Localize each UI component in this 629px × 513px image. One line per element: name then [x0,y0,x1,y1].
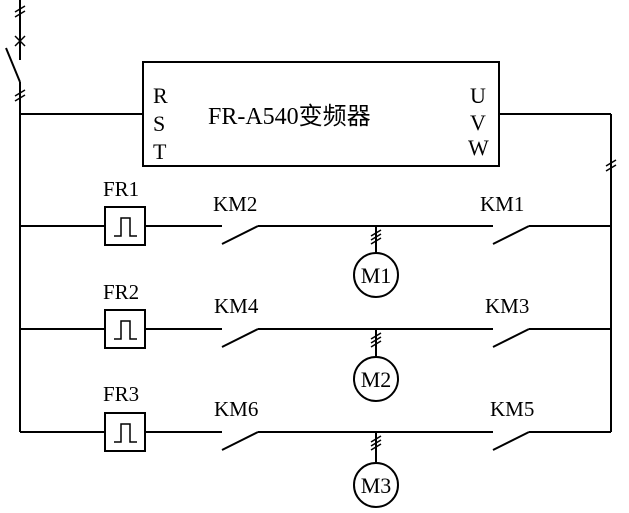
left-contact-label: KM2 [213,192,257,216]
thermal-relay [104,412,146,452]
inverter-input-s: S [153,111,165,136]
inverter-title: FR-A540变频器 [208,103,371,130]
motor-label: M3 [361,473,392,498]
inverter-output-w: W [468,135,489,160]
left-contact [221,431,259,451]
right-contact-label: KM5 [490,397,534,421]
branch-row-2: FR2 KM4 KM3 M2 [20,280,611,402]
inverter-box: R S T FR-A540变频器 U V W [142,61,500,167]
motor [353,252,399,298]
relay-label: FR3 [103,382,139,406]
motor-label: M2 [361,367,392,392]
right-contact-label: KM1 [480,192,524,216]
inverter-output-wire [499,113,617,432]
motor [353,356,399,402]
right-contact [492,328,530,348]
inverter-input-t: T [153,139,167,164]
inverter-output-v: V [470,110,486,135]
left-contact [221,328,259,348]
relay-label: FR2 [103,280,139,304]
main-breaker [5,0,26,432]
right-contact-label: KM3 [485,294,529,318]
inverter-input-r: R [153,83,168,108]
motor [353,462,399,508]
thermal-relay [104,309,146,349]
thermal-relay [104,206,146,246]
branch-row-1: FR1 KM2 KM1 M1 [20,177,611,298]
inverter-output-u: U [470,83,486,108]
relay-label: FR1 [103,177,139,201]
branch-row-3: FR3 KM6 KM5 M3 [20,382,611,508]
right-contact [492,431,530,451]
motor-label: M1 [361,263,392,288]
right-contact [492,225,530,245]
left-contact-label: KM6 [214,397,258,421]
left-contact-label: KM4 [214,294,259,318]
left-contact [221,225,259,245]
